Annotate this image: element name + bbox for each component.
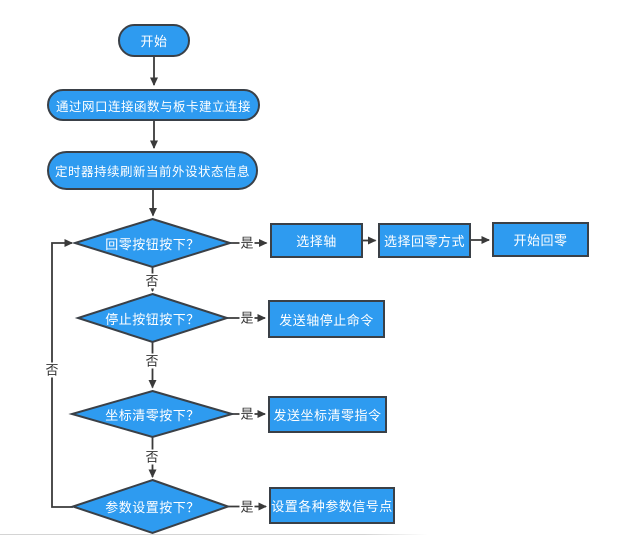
label-yes-homing: 是	[239, 235, 255, 251]
action-send-clear-command: 发送坐标清零指令	[268, 396, 387, 433]
start-node: 开始	[118, 24, 190, 57]
decision-clear-coords-shape	[68, 389, 236, 439]
label-no-clear: 否	[144, 449, 160, 465]
process-connect-board: 通过网口连接函数与板卡建立连接	[47, 89, 260, 121]
decision-stop-button-shape	[74, 292, 231, 344]
action-select-axis: 选择轴	[270, 223, 363, 258]
process-refresh-status: 定时器持续刷新当前外设状态信息	[47, 151, 258, 190]
label-no-params-loop: 否	[44, 362, 60, 378]
label-no-homing: 否	[144, 273, 160, 289]
label-no-stop: 否	[144, 353, 160, 369]
decision-homing-button-shape	[71, 217, 234, 269]
action-send-stop-command: 发送轴停止命令	[268, 300, 385, 338]
action-select-homing-mode: 选择回零方式	[378, 223, 471, 258]
action-start-homing: 开始回零	[492, 222, 589, 257]
page-bottom-divider	[0, 534, 428, 535]
action-set-param-signals: 设置各种参数信号点	[269, 487, 395, 524]
decision-param-settings-shape	[69, 478, 232, 535]
label-yes-clear: 是	[239, 406, 255, 422]
label-yes-stop: 是	[239, 310, 255, 326]
label-yes-params: 是	[239, 499, 255, 515]
